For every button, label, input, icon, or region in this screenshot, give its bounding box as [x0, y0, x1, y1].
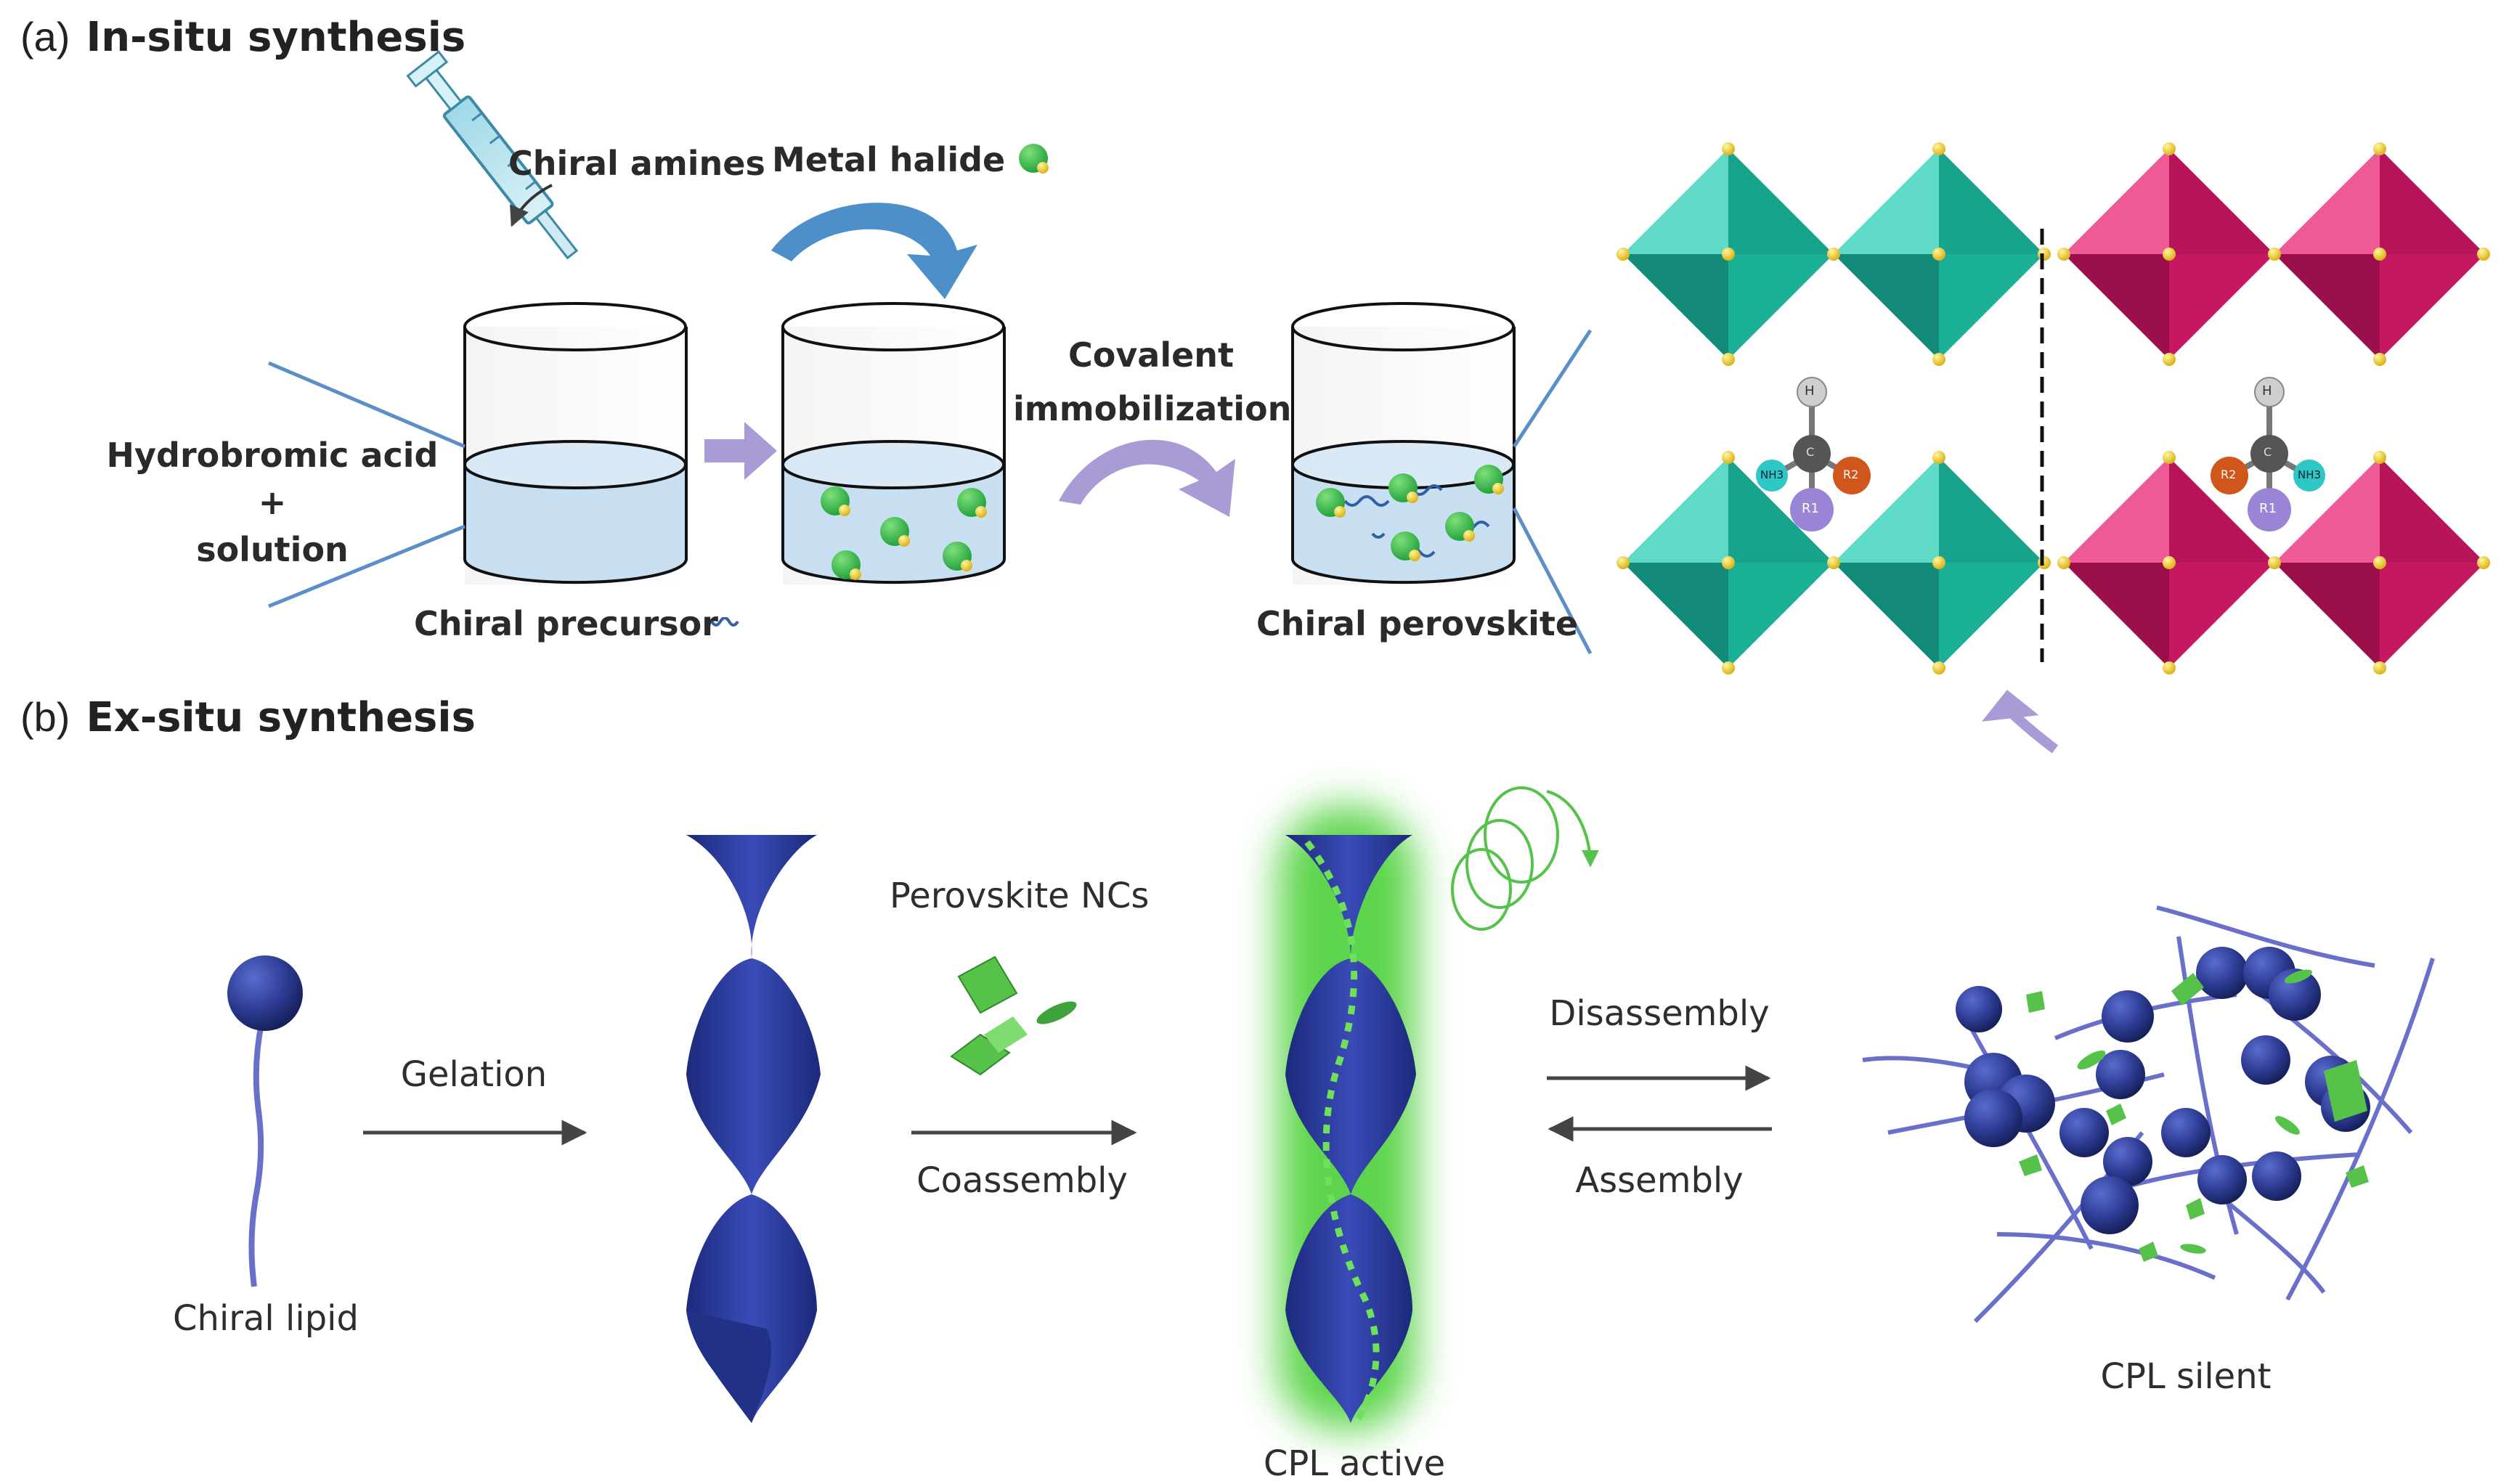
perovskite-lattice-left	[1616, 142, 2051, 674]
molecule-right-r2: R2	[2221, 468, 2237, 481]
chiral-molecule-right	[2211, 377, 2325, 531]
curved-arrow-icon	[771, 203, 977, 299]
label-gelation: Gelation	[400, 1054, 548, 1095]
label-perovskite-ncs: Perovskite NCs	[890, 876, 1150, 916]
label-hbr-line2: solution	[196, 530, 349, 569]
molecule-left-c: C	[1806, 445, 1815, 459]
beaker-3	[1291, 302, 1516, 584]
label-cpl-active: CPL active	[1263, 1443, 1446, 1484]
label-chiral-amines: Chiral amines	[508, 144, 765, 183]
molecule-left-nh3: NH3	[1760, 468, 1784, 481]
label-metal-halide: Metal halide	[772, 140, 1006, 179]
twisted-ribbon-icon	[686, 835, 821, 1423]
label-assembly: Assembly	[1575, 1160, 1744, 1201]
arrow-right-icon	[704, 422, 777, 480]
cpl-active-helix-icon	[1278, 806, 1416, 1430]
molecule-right-nh3: NH3	[2298, 468, 2322, 481]
label-hbr-plus: +	[258, 483, 287, 522]
panel-b-letter: (b)	[20, 694, 70, 740]
molecule-left-r1: R1	[1802, 501, 1819, 516]
beaker-1	[463, 302, 688, 584]
label-chiral-perovskite: Chiral perovskite	[1256, 604, 1579, 643]
metal-halide-particles	[821, 486, 987, 580]
panel-a-title: In-situ synthesis	[86, 14, 466, 61]
cpl-silent-aggregate-icon	[1862, 905, 2435, 1324]
circularly-polarized-light-icon	[1451, 786, 1599, 931]
label-chiral-lipid: Chiral lipid	[173, 1298, 359, 1339]
syringe-icon	[406, 50, 579, 260]
molecule-left-h: H	[1805, 383, 1815, 399]
partial-arrow-icon	[1981, 690, 2059, 754]
chiral-molecule-left	[1756, 377, 1871, 531]
panel-b-heading: (b) Ex-situ synthesis	[20, 693, 476, 741]
label-disassembly: Disassembly	[1549, 993, 1770, 1034]
molecule-left-r2: R2	[1843, 468, 1859, 481]
panel-a-letter: (a)	[20, 14, 70, 60]
panel-b-title: Ex-situ synthesis	[86, 694, 476, 741]
label-hbr-line1: Hydrobromic acid	[106, 436, 439, 475]
panel-a-heading: (a) In-situ synthesis	[20, 13, 465, 61]
perovskite-ncs-icon	[950, 955, 1077, 1076]
label-chiral-precursor: Chiral precursor	[414, 604, 718, 643]
label-covalent: Covalent	[1068, 335, 1235, 375]
label-cpl-silent: CPL silent	[2100, 1356, 2272, 1397]
label-coassembly: Coassembly	[916, 1160, 1128, 1201]
beaker-2	[781, 302, 1006, 584]
molecule-right-c: C	[2264, 445, 2272, 459]
molecule-right-r1: R1	[2259, 501, 2277, 516]
curved-arrow-purple-icon	[1059, 439, 1235, 517]
label-immobilization: immobilization	[1013, 389, 1292, 428]
perovskite-lattice-right	[2057, 142, 2490, 674]
precursor-chain-icon	[710, 617, 739, 627]
chiral-lipid-icon	[227, 955, 303, 1287]
molecule-right-h: H	[2262, 383, 2272, 399]
